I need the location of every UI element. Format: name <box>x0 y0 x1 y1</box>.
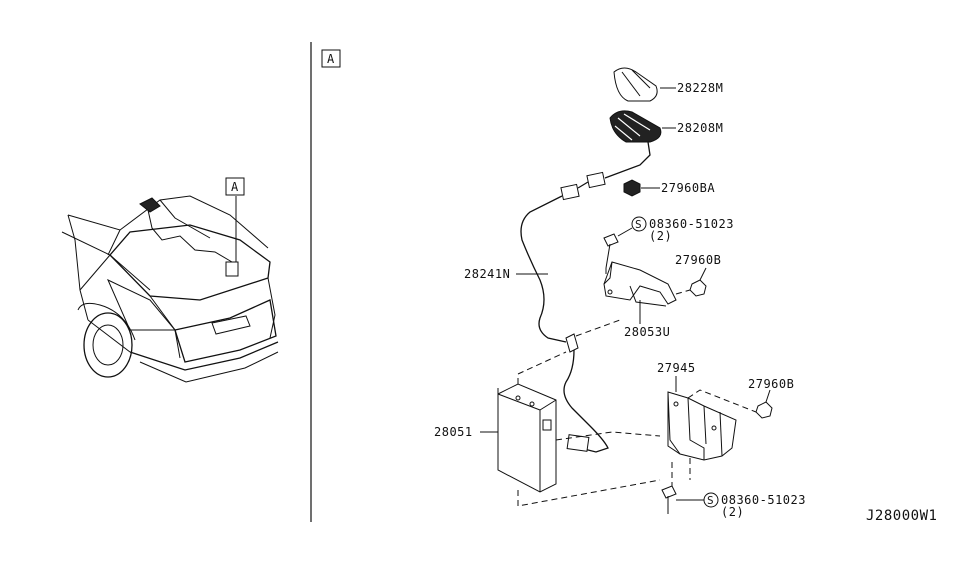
diagram-code: J28000W1 <box>866 508 937 524</box>
detail-marker-box <box>225 177 245 196</box>
antenna-cover <box>613 67 676 102</box>
label-antenna-cover: 28228M <box>677 81 723 95</box>
label-bolt-upper-qty: (2) <box>649 229 672 243</box>
nut-right-upper <box>675 267 707 297</box>
screw-symbol-lower <box>703 492 719 508</box>
nut-top <box>623 179 660 197</box>
label-nut-right-upper: 27960B <box>675 253 721 267</box>
bracket-lower <box>667 376 757 490</box>
car-rear-illustration: A <box>61 177 279 383</box>
screw-symbol-upper <box>631 216 647 232</box>
nut-right-lower <box>755 389 773 419</box>
label-control-unit: 28051 <box>434 425 473 439</box>
label-bracket-upper: 28053U <box>624 325 670 339</box>
screw-symbol-upper-label: S <box>635 218 642 231</box>
label-feeder-cable: 28241N <box>464 267 510 281</box>
screw-symbol-lower-label: S <box>707 494 714 507</box>
feeder-cable <box>516 195 609 453</box>
label-bolt-lower-qty: (2) <box>721 505 744 519</box>
label-nut-top: 27960BA <box>661 181 715 195</box>
control-unit <box>480 351 661 507</box>
detail-marker-label-right: A <box>327 52 335 66</box>
label-bolt-upper: 08360-51023 <box>649 217 734 231</box>
antenna-base <box>560 110 676 201</box>
label-nut-right-lower: 27960B <box>748 377 794 391</box>
bolt-lower <box>661 485 719 514</box>
bracket-upper <box>575 261 677 337</box>
label-bolt-lower: 08360-51023 <box>721 493 806 507</box>
bolt-upper <box>603 216 647 290</box>
detail-marker-label: A <box>231 180 239 194</box>
detail-marker-box-right <box>321 49 341 68</box>
label-antenna-base: 28208M <box>677 121 723 135</box>
label-bracket-lower: 27945 <box>657 361 696 375</box>
